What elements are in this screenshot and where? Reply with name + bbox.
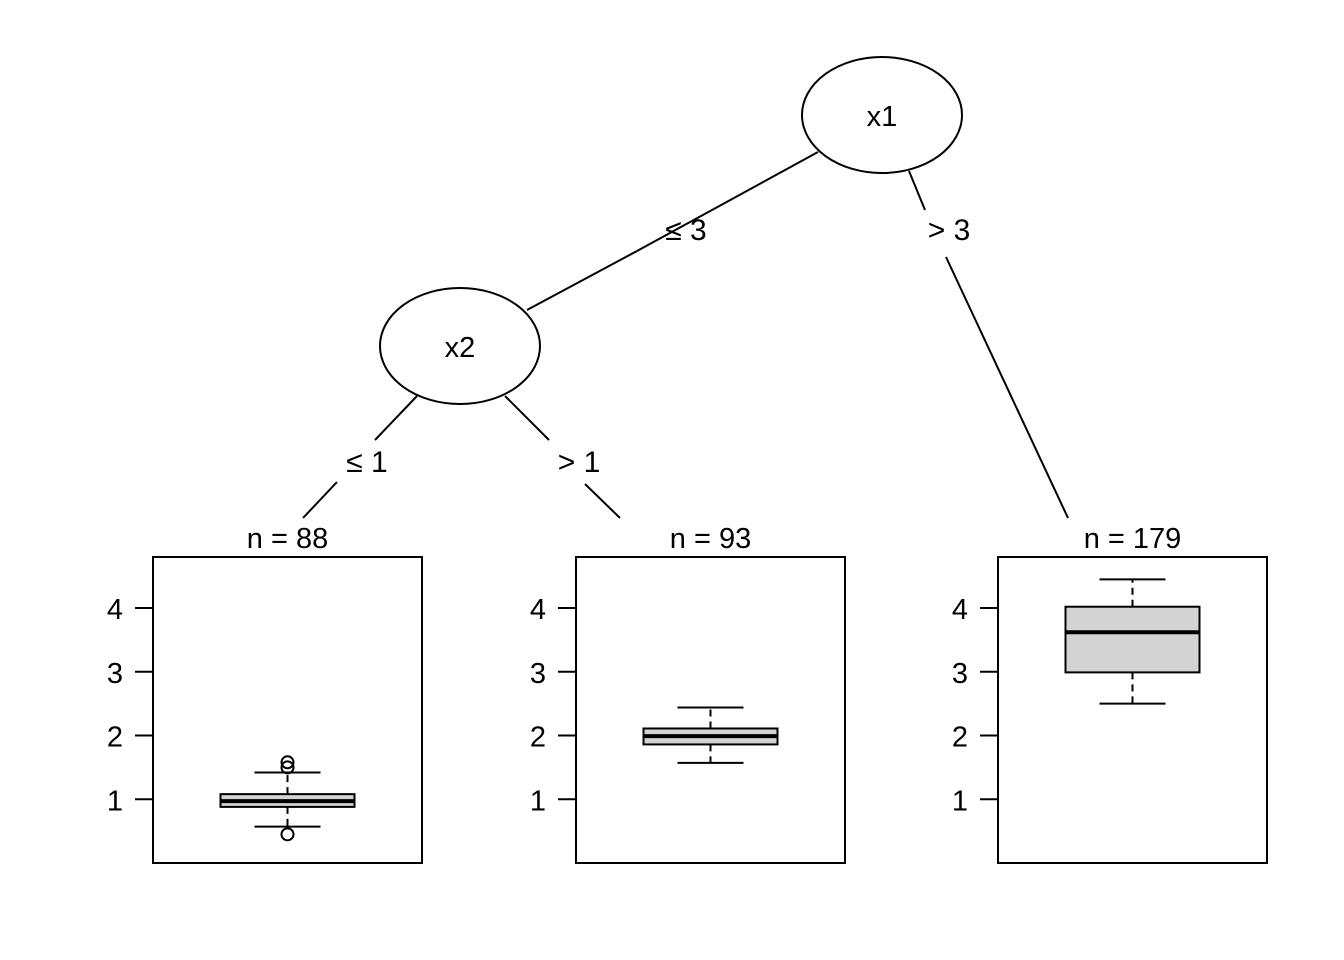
edge-label-x1-right: > 3: [928, 214, 971, 247]
y-tick-label: 1: [107, 785, 123, 817]
edge-x2-leaf2-upper: [504, 395, 550, 441]
panel-title: n = 93: [670, 523, 751, 555]
y-tick-label: 3: [952, 658, 968, 690]
edges: [302, 151, 1069, 519]
outlier-point: [280, 760, 295, 775]
panel-frame: [997, 556, 1268, 864]
node-x1: x1: [801, 56, 963, 174]
edge-x1-x2-lower: [526, 250, 638, 311]
edge-x2-leaf1-upper: [374, 395, 418, 441]
node-x2-label: x2: [445, 332, 476, 364]
outlier-point: [280, 827, 295, 842]
panel-title: n = 88: [247, 523, 328, 555]
panel-leaf2: n = 93 1 2 3 4: [530, 523, 846, 864]
outlier-point: [280, 755, 295, 770]
edge-labels: ≤ 3 > 3 ≤ 1 > 1: [346, 214, 970, 479]
y-tick-label: 2: [530, 722, 546, 754]
panel-frame: [152, 556, 423, 864]
panel-leaf3: n = 179 1 2 3 4: [952, 523, 1268, 864]
edge-label-x2-left: ≤ 1: [346, 446, 387, 479]
panel-title: n = 179: [1084, 523, 1182, 555]
edge-x1-leaf3-upper: [908, 170, 926, 211]
edge-x1-x2: [636, 151, 819, 252]
y-tick-label: 4: [107, 594, 123, 626]
panel-frame: [575, 556, 846, 864]
y-tick-label: 2: [952, 722, 968, 754]
y-tick-label: 1: [530, 785, 546, 817]
y-tick-label: 4: [530, 594, 546, 626]
y-tick-label: 3: [107, 658, 123, 690]
iqr-box: [1064, 605, 1201, 674]
terminal-panels: n = 88 1 2 3 4 n = 93 1 2 3 4 n = 179 1 2 3 4: [107, 523, 1268, 864]
y-tick-label: 3: [530, 658, 546, 690]
y-tick-label: 1: [952, 785, 968, 817]
edge-x1-leaf3: [945, 256, 1069, 519]
edge-x2-leaf2: [584, 483, 621, 519]
panel-leaf1: n = 88 1 2 3 4: [107, 523, 423, 864]
y-tick-label: 4: [952, 594, 968, 626]
edge-x2-leaf1: [302, 481, 338, 519]
node-x1-label: x1: [867, 101, 898, 133]
node-x1-ellipse: [801, 56, 963, 174]
y-tick-label: 2: [107, 722, 123, 754]
node-x2: x2: [379, 287, 541, 405]
node-x2-ellipse: [379, 287, 541, 405]
edge-label-x1-left: ≤ 3: [665, 214, 706, 247]
edge-label-x2-right: > 1: [558, 446, 601, 479]
